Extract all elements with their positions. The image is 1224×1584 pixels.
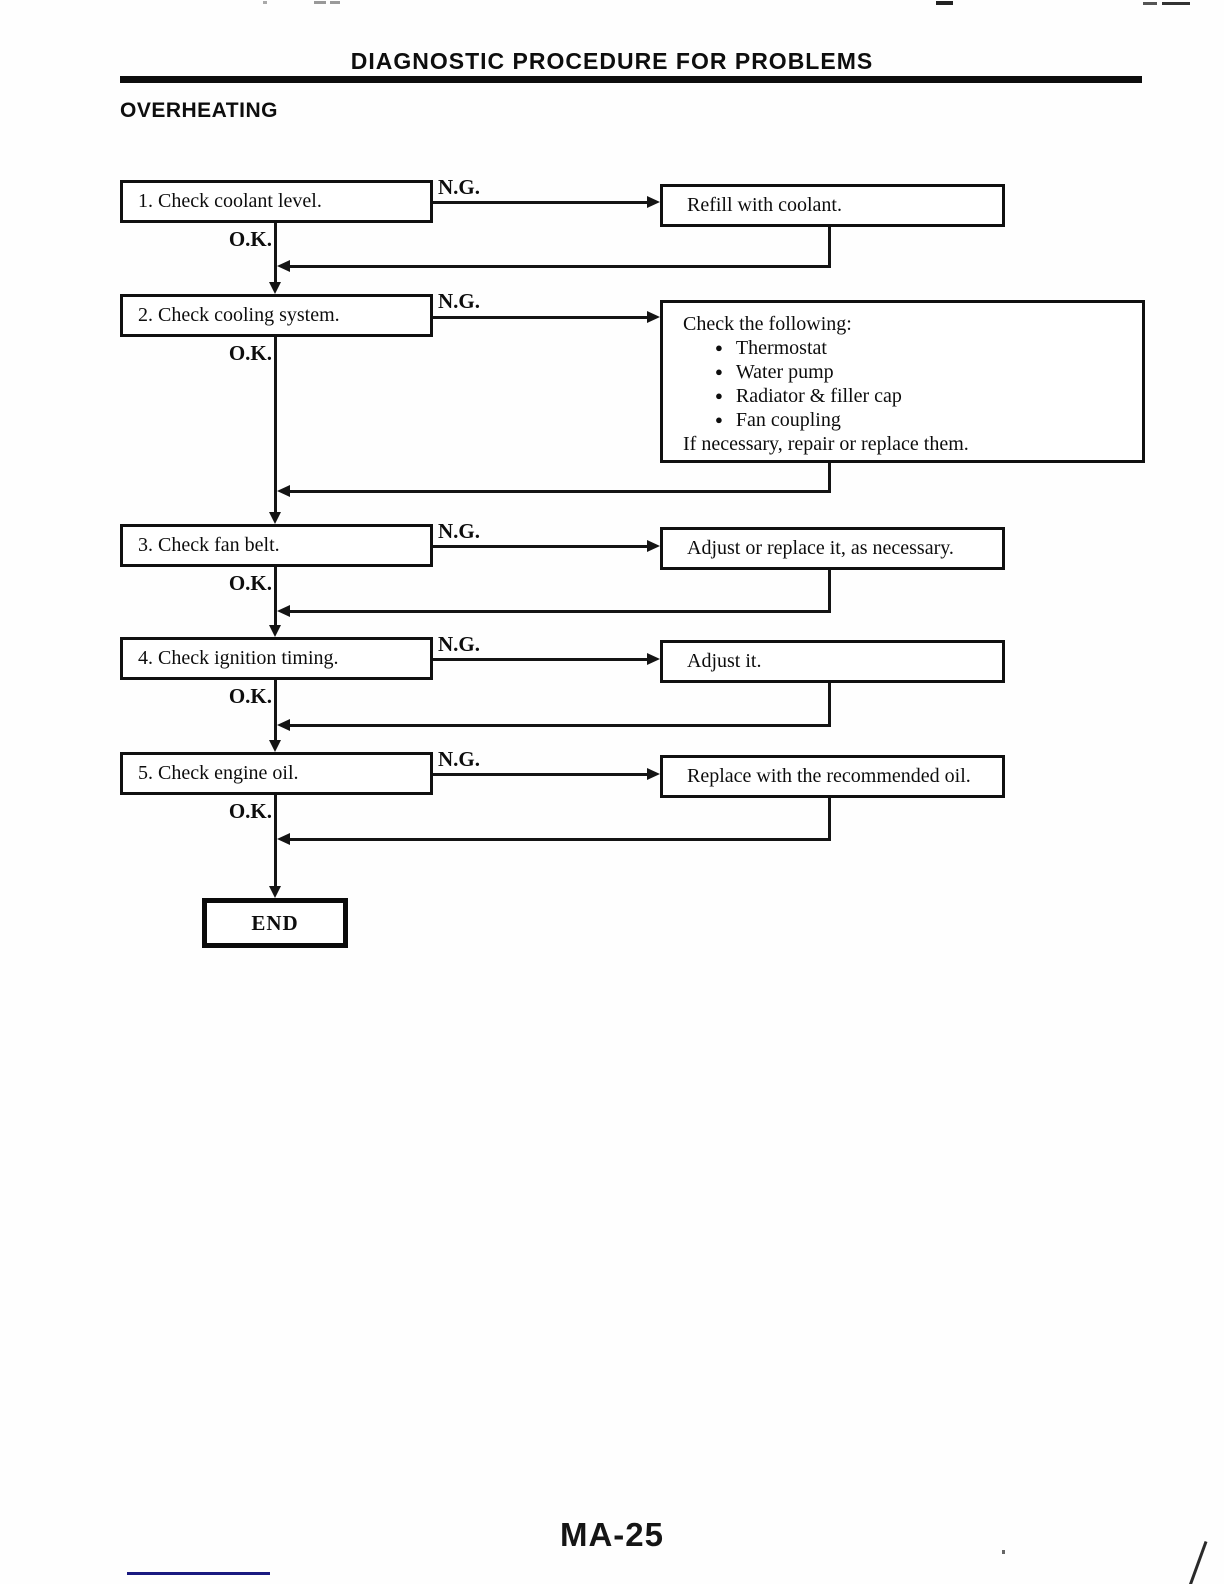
flow-box-label: Refill with coolant. xyxy=(687,194,842,216)
branch-label-ng: N.G. xyxy=(438,175,480,199)
bullet-icon: ● xyxy=(715,340,723,355)
arrowhead-down-icon xyxy=(269,512,281,524)
flow-box-label: 5. Check engine oil. xyxy=(138,762,299,784)
bullet-label: Thermostat xyxy=(735,337,827,359)
bullet-icon: ● xyxy=(715,412,723,427)
connector-line xyxy=(274,337,277,512)
connector-line xyxy=(433,316,649,319)
connector-line xyxy=(290,490,831,493)
arrowhead-left-icon xyxy=(277,260,290,272)
flow-box-label: 1. Check coolant level. xyxy=(138,190,322,212)
flow-box-check-coolant-level: 1. Check coolant level. xyxy=(120,180,433,223)
connector-line xyxy=(274,567,277,625)
connector-line xyxy=(828,227,831,268)
arrowhead-left-icon xyxy=(277,719,290,731)
arrowhead-right-icon xyxy=(647,653,660,665)
scan-artifact xyxy=(936,1,953,5)
arrowhead-right-icon xyxy=(647,768,660,780)
connector-line xyxy=(433,545,649,548)
page-title: DIAGNOSTIC PROCEDURE FOR PROBLEMS xyxy=(350,48,874,74)
action-title: Check the following: xyxy=(683,313,852,335)
scan-artifact xyxy=(1162,2,1190,5)
connector-line xyxy=(290,610,831,613)
flow-box-adjust-or-replace: Adjust or replace it, as necessary. xyxy=(660,527,1005,570)
branch-label-ok: O.K. xyxy=(228,341,272,365)
arrowhead-right-icon xyxy=(647,196,660,208)
flow-box-label: Replace with the recommended oil. xyxy=(687,765,971,787)
connector-line xyxy=(433,773,649,776)
arrowhead-right-icon xyxy=(647,311,660,323)
flow-box-check-following: Check the following: ● Thermostat ● Water … xyxy=(660,300,1145,463)
connector-line xyxy=(274,795,277,886)
arrowhead-down-icon xyxy=(269,625,281,637)
flow-box-label: 4. Check ignition timing. xyxy=(138,647,339,669)
arrowhead-left-icon xyxy=(277,833,290,845)
flow-box-check-cooling-system: 2. Check cooling system. xyxy=(120,294,433,337)
arrowhead-down-icon xyxy=(269,740,281,752)
connector-line xyxy=(274,223,277,282)
action-footer: If necessary, repair or replace them. xyxy=(683,433,969,455)
connector-line xyxy=(828,463,831,493)
branch-label-ok: O.K. xyxy=(228,799,272,823)
connector-line xyxy=(274,680,277,740)
flow-box-label: Adjust it. xyxy=(687,650,762,672)
scan-artifact xyxy=(263,1,267,4)
connector-line xyxy=(290,265,831,268)
scan-artifact xyxy=(1143,2,1157,5)
branch-label-ng: N.G. xyxy=(438,289,480,313)
section-title: OVERHEATING xyxy=(120,99,278,122)
flow-box-refill-coolant: Refill with coolant. xyxy=(660,184,1005,227)
arrowhead-down-icon xyxy=(269,886,281,898)
arrowhead-left-icon xyxy=(277,485,290,497)
bullet-item: ● Water pump xyxy=(715,360,1132,384)
arrowhead-down-icon xyxy=(269,282,281,294)
scan-artifact xyxy=(314,1,326,4)
flow-box-label: 3. Check fan belt. xyxy=(138,534,280,556)
bullet-icon: ● xyxy=(715,388,723,403)
flow-box-replace-oil: Replace with the recommended oil. xyxy=(660,755,1005,798)
connector-line xyxy=(828,570,831,613)
branch-label-ng: N.G. xyxy=(438,632,480,656)
bullet-label: Fan coupling xyxy=(735,409,841,431)
flow-box-adjust-it: Adjust it. xyxy=(660,640,1005,683)
bullet-label: Water pump xyxy=(735,361,834,383)
branch-label-ok: O.K. xyxy=(228,227,272,251)
connector-line xyxy=(290,724,831,727)
flow-box-check-engine-oil: 5. Check engine oil. xyxy=(120,752,433,795)
page-number: MA-25 xyxy=(559,1516,665,1553)
end-label: END xyxy=(251,910,299,935)
branch-label-ng: N.G. xyxy=(438,747,480,771)
flow-box-label: Adjust or replace it, as necessary. xyxy=(687,537,954,559)
header-rule xyxy=(120,76,1142,83)
connector-line xyxy=(433,201,649,204)
scan-artifact xyxy=(1002,1550,1005,1554)
bullet-icon: ● xyxy=(715,364,723,379)
bullet-item: ● Thermostat xyxy=(715,336,1132,360)
branch-label-ok: O.K. xyxy=(228,571,272,595)
flow-box-label: 2. Check cooling system. xyxy=(138,304,340,326)
branch-label-ok: O.K. xyxy=(228,684,272,708)
scan-artifact xyxy=(330,1,340,4)
connector-line xyxy=(433,658,649,661)
arrowhead-right-icon xyxy=(647,540,660,552)
flow-box-end: END xyxy=(202,898,348,948)
scan-artifact-blue-line xyxy=(127,1572,270,1575)
flow-box-check-ignition-timing: 4. Check ignition timing. xyxy=(120,637,433,680)
connector-line xyxy=(290,838,831,841)
bullet-item: ● Fan coupling xyxy=(715,408,1132,432)
connector-line xyxy=(828,798,831,841)
bullet-label: Radiator & filler cap xyxy=(735,385,902,407)
bullet-item: ● Radiator & filler cap xyxy=(715,384,1132,408)
flow-box-check-fan-belt: 3. Check fan belt. xyxy=(120,524,433,567)
branch-label-ng: N.G. xyxy=(438,519,480,543)
arrowhead-left-icon xyxy=(277,605,290,617)
connector-line xyxy=(828,683,831,727)
